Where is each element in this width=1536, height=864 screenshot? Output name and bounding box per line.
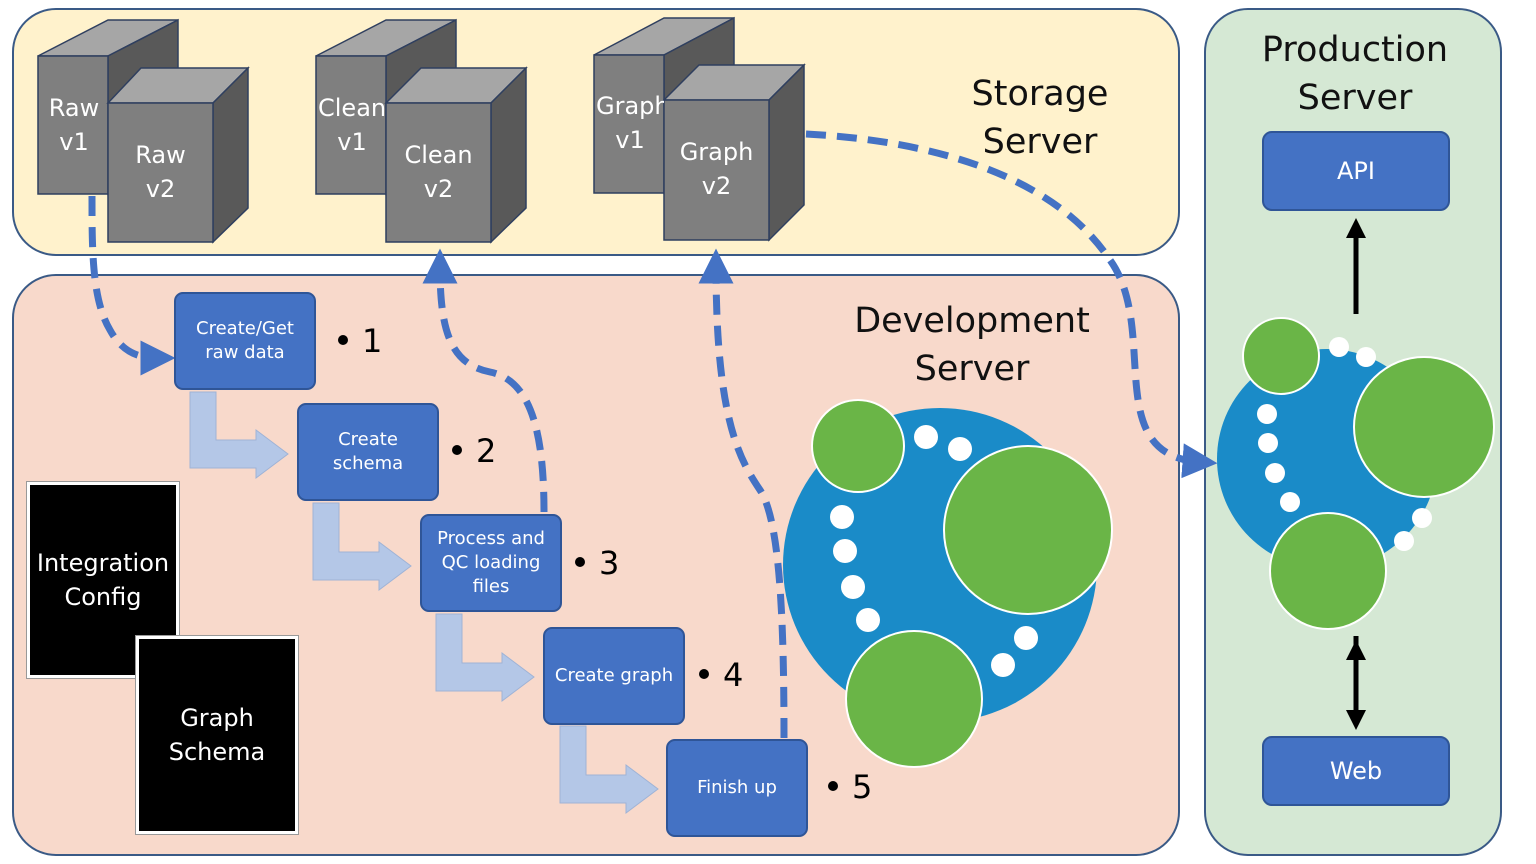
step-number-3: 3 xyxy=(575,545,619,581)
bullet-dot xyxy=(452,445,462,455)
cube-raw-v2-label: Raw v2 xyxy=(135,141,186,203)
step-4-create-graph: Create graph xyxy=(543,627,685,725)
cube-graph-v2 xyxy=(662,63,806,242)
cube-clean-v2-label: Clean v2 xyxy=(404,141,473,203)
step-number-5-text: 5 xyxy=(852,768,873,806)
flow-arrow-step3-to-clean xyxy=(422,248,548,513)
step-number-3-text: 3 xyxy=(599,544,620,582)
production-server-title: Production Server xyxy=(1261,30,1449,118)
cube-raw-v1-label: Raw v1 xyxy=(48,94,100,156)
graph-db-logo-prod xyxy=(1217,317,1495,630)
step-3-process-qc: Process and QC loading files xyxy=(420,514,562,612)
cube-clean-v1-label: Clean v1 xyxy=(318,94,386,156)
cube-graph-v1-label: Graph v1 xyxy=(596,92,664,154)
step-number-1: 1 xyxy=(338,323,382,359)
step-number-2: 2 xyxy=(452,433,496,469)
storage-server-title: Storage Server xyxy=(971,74,1109,162)
flow-arrow-graph-to-production xyxy=(805,130,1218,479)
step-connector-1-2 xyxy=(189,391,289,479)
step-number-5: 5 xyxy=(828,769,872,805)
step-number-4: 4 xyxy=(699,657,743,693)
cube-graph-v2-label: Graph v2 xyxy=(679,138,754,200)
graph-schema-document: Graph Schema xyxy=(135,635,299,835)
cube-raw-v2 xyxy=(106,66,250,244)
graph-db-logo-dev xyxy=(783,399,1113,768)
bullet-dot xyxy=(699,669,709,679)
step-connector-3-4 xyxy=(435,613,535,702)
web-box: Web xyxy=(1262,736,1450,806)
step-2-create-schema: Create schema xyxy=(297,403,439,501)
flow-arrow-raw-to-step1 xyxy=(88,195,176,376)
step-connector-4-5 xyxy=(559,725,659,814)
step-connectors xyxy=(189,391,659,814)
step-5-finish-up: Finish up xyxy=(666,739,808,837)
bullet-dot xyxy=(828,781,838,791)
bullet-dot xyxy=(338,335,348,345)
step-number-1-text: 1 xyxy=(362,322,383,360)
cube-clean-v2 xyxy=(384,66,528,244)
step-number-4-text: 4 xyxy=(723,656,744,694)
development-server-title: Development Server xyxy=(854,301,1090,389)
bullet-dot xyxy=(575,557,585,567)
flow-arrow-step5-to-graph xyxy=(698,248,788,739)
step-connector-2-3 xyxy=(312,502,412,591)
step-number-2-text: 2 xyxy=(476,432,497,470)
api-box: API xyxy=(1262,131,1450,211)
step-1-create-get-raw-data: Create/Get raw data xyxy=(174,292,316,390)
